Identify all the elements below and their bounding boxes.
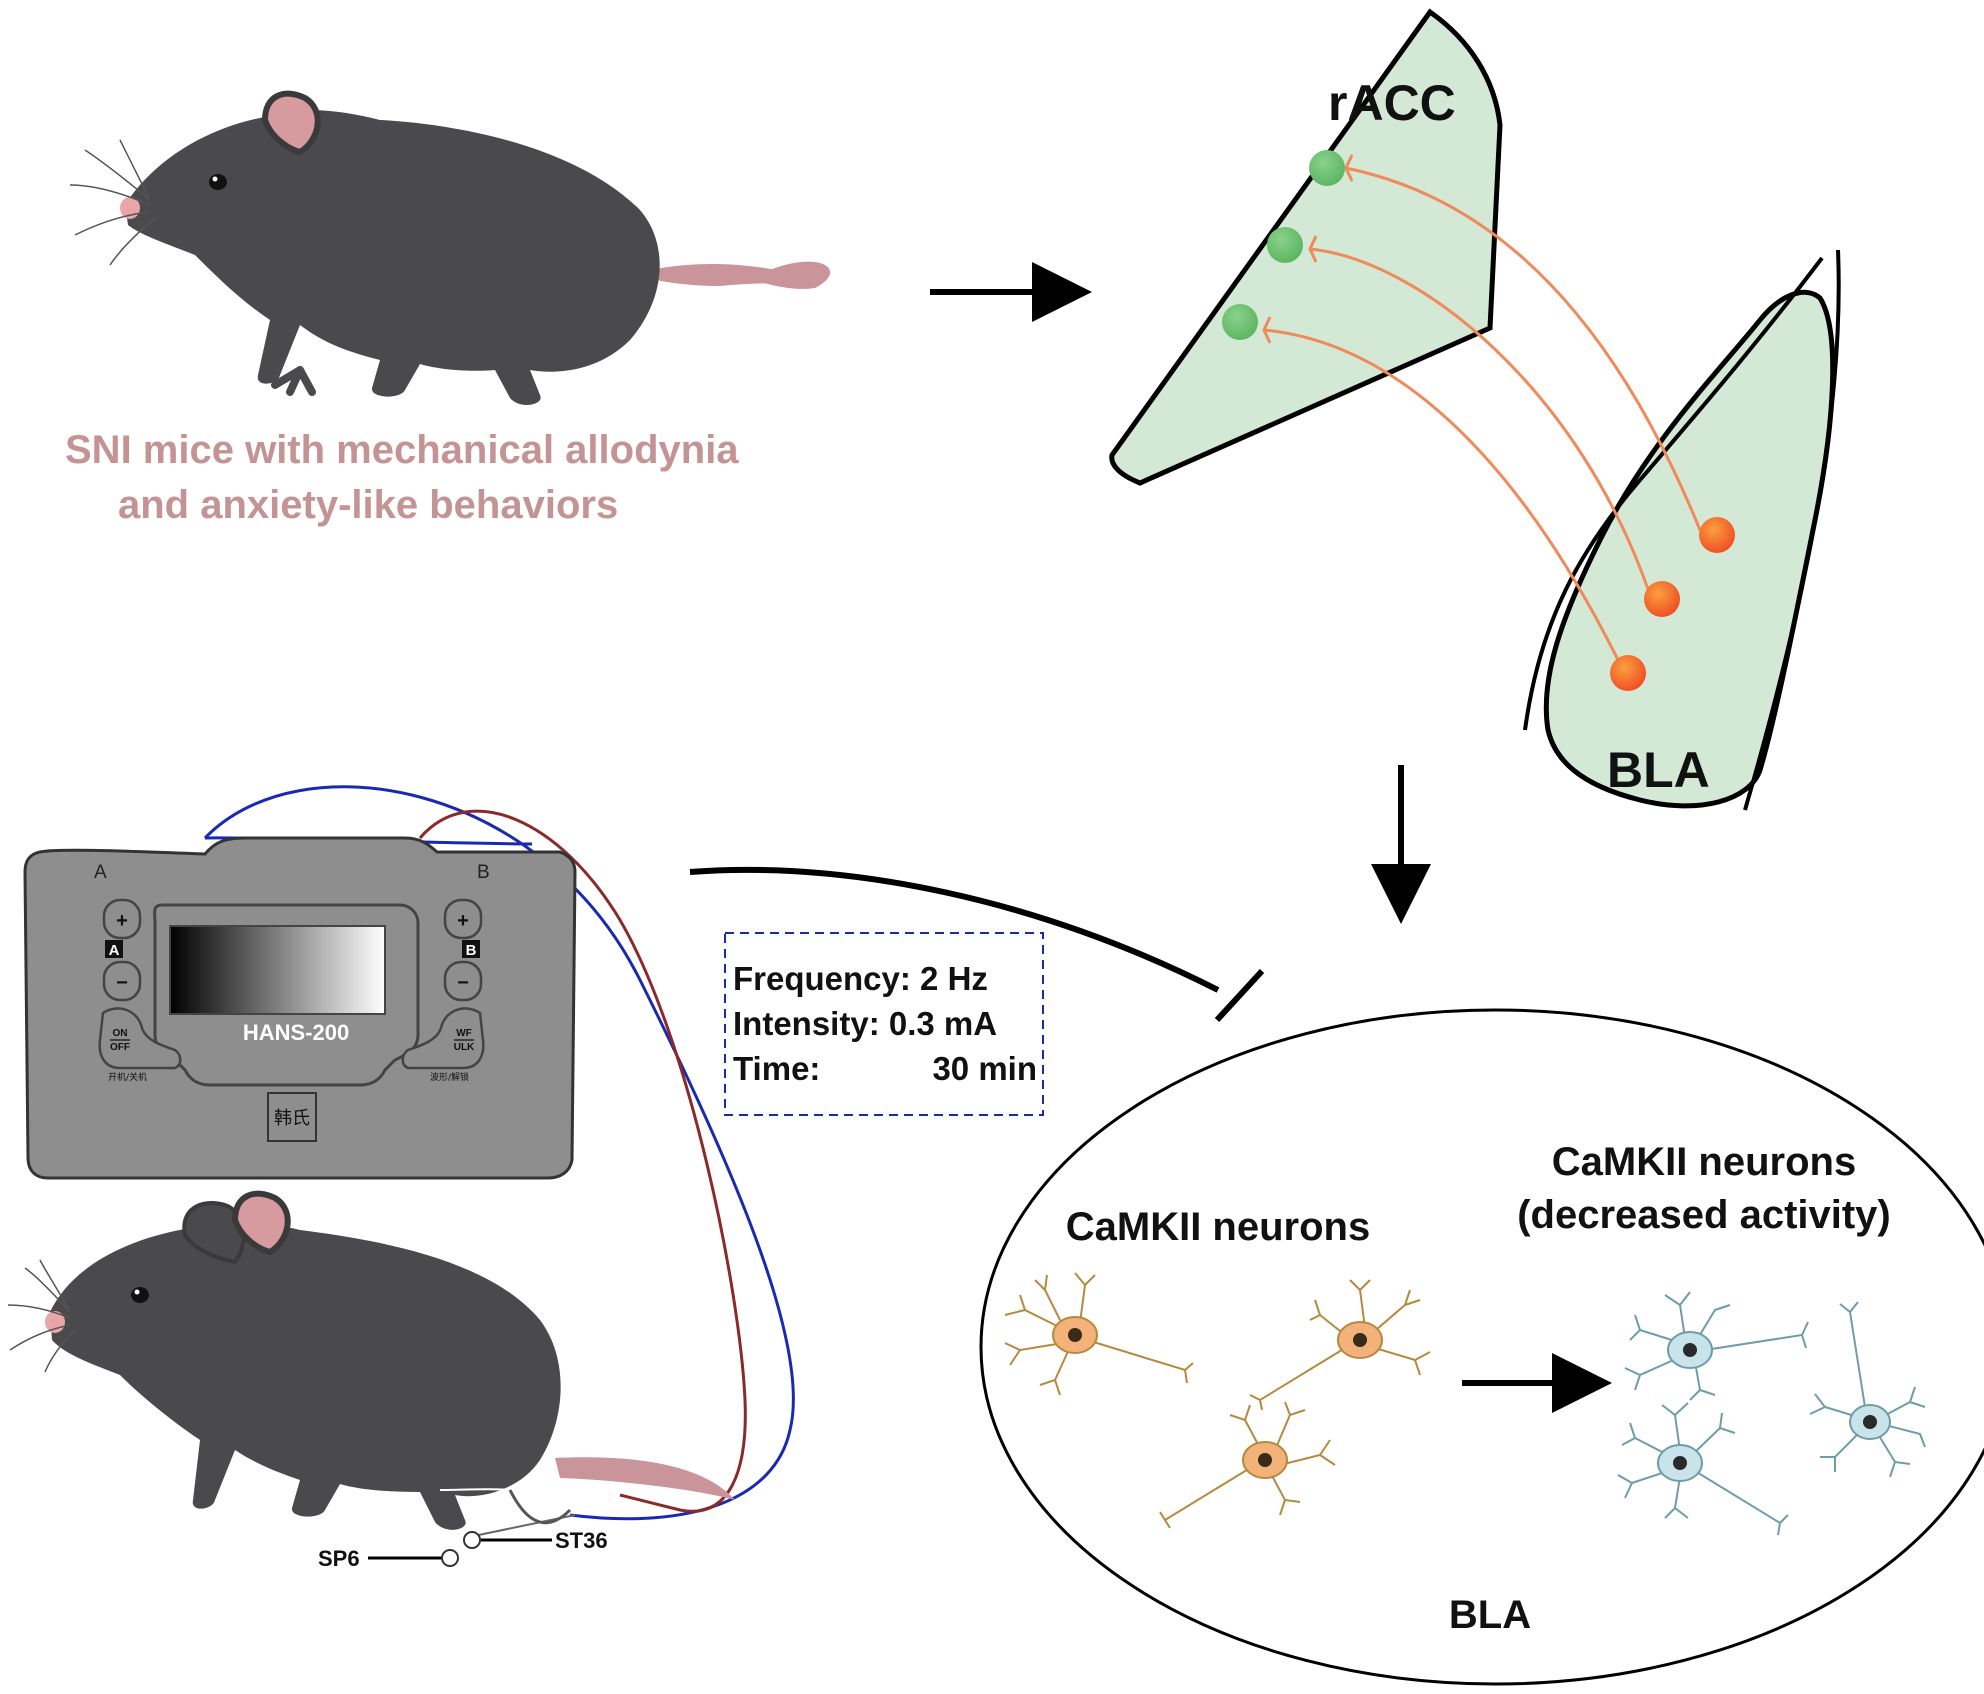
racc-neuron-3 — [1222, 304, 1258, 340]
blue-wire — [203, 785, 795, 1521]
bottom-mouse-eye — [131, 1287, 149, 1303]
racc-region — [1109, 8, 1503, 486]
projection-axon-3 — [1263, 328, 1624, 669]
st36-acupoint — [463, 1531, 481, 1549]
sp6-acupoint — [441, 1549, 459, 1567]
top-caption-line1: SNI mice with mechanical allodynia — [65, 428, 739, 472]
top-mouse-eye — [209, 174, 227, 190]
racc-label: rACC — [1328, 75, 1456, 131]
port-a-label: A — [94, 862, 107, 883]
inhibitory-bar — [1214, 968, 1265, 1023]
channel-b-minus-label: − — [457, 972, 469, 994]
top-mouse-whiskers — [69, 139, 156, 266]
brand-stamp: 韩氏 — [274, 1108, 310, 1129]
channel-a-minus-label: − — [116, 972, 128, 994]
top-mouse-ear — [261, 90, 321, 156]
unlock-label: ULK — [454, 1042, 475, 1053]
left-neurons-label: CaMKII neurons — [1066, 1205, 1370, 1249]
brand-stamp-frame — [267, 1092, 317, 1142]
bla-circle-label: BLA — [1449, 1593, 1531, 1637]
projection-axon-2 — [1309, 247, 1652, 596]
bottom-mouse-illustration — [7, 1190, 735, 1530]
port-b-label: B — [477, 862, 490, 883]
bla-target-3 — [1610, 655, 1646, 691]
channel-b-minus-button[interactable] — [443, 960, 483, 1002]
bottom-mouse-whiskers — [7, 1259, 76, 1373]
param-frequency: Frequency: 2 Hz — [733, 960, 988, 997]
blue-neuron-2 — [1617, 1402, 1789, 1536]
orange-neuron-1 — [1004, 1272, 1194, 1396]
channel-b-badge — [462, 940, 480, 958]
param-intensity: Intensity: 0.3 mA — [733, 1005, 997, 1042]
channel-b-plus-label: + — [457, 910, 469, 932]
channel-a-badge-label: A — [109, 942, 120, 959]
channel-b-plus-button[interactable] — [443, 898, 483, 940]
device-screen — [169, 925, 386, 1015]
channel-a-minus-button[interactable] — [102, 960, 142, 1002]
racc-neuron-1 — [1309, 150, 1345, 186]
param-time-label: Time: — [733, 1050, 820, 1087]
right-neurons-label-line1: CaMKII neurons — [1552, 1140, 1856, 1184]
racc-neuron-2 — [1267, 227, 1303, 263]
right-neurons-label-line2: (decreased activity) — [1517, 1193, 1891, 1237]
bla-top-label: BLA — [1607, 742, 1710, 798]
param-time-value: 30 min — [932, 1050, 1037, 1087]
orange-neuron-3 — [1159, 1401, 1336, 1529]
red-wire — [418, 809, 747, 1513]
blue-neuron-1 — [1624, 1291, 1809, 1401]
bottom-mouse-tail — [555, 1457, 735, 1500]
bla-target-1 — [1699, 517, 1735, 553]
channel-a-plus-label: + — [116, 910, 128, 932]
bottom-mouse-ear — [231, 1190, 291, 1256]
hans-device: A B HANS-200 + A − + B − ON OFF 开机/关机 WF… — [23, 836, 577, 1180]
bla-boundary-outer-right — [1743, 249, 1841, 811]
blue-neuron-3 — [1809, 1301, 1926, 1478]
orange-neuron-2 — [1249, 1279, 1431, 1411]
power-on-label: ON — [113, 1028, 128, 1039]
st36-label: ST36 — [555, 1528, 608, 1553]
bla-boundary-outer-left — [1523, 256, 1824, 731]
waveform-unlock-button[interactable] — [401, 1007, 485, 1070]
racc-bla-projections — [1263, 166, 1702, 669]
channel-a-plus-button[interactable] — [102, 898, 142, 940]
top-caption-line2: and anxiety-like behaviors — [118, 483, 618, 527]
power-caption: 开机/关机 — [108, 1071, 147, 1083]
sp6-label: SP6 — [318, 1546, 360, 1571]
stimulation-params-box — [724, 932, 1044, 1116]
device-model-label: HANS-200 — [243, 1020, 349, 1045]
top-mouse-body — [125, 110, 660, 406]
power-button[interactable] — [98, 1007, 182, 1070]
top-mouse-illustration — [69, 90, 831, 406]
channel-b-badge-label: B — [466, 942, 477, 959]
waveform-label: WF — [456, 1028, 472, 1039]
bla-neuron-panel — [979, 1008, 1984, 1686]
inhibitory-connector — [689, 866, 1220, 993]
projection-axon-1 — [1345, 166, 1702, 531]
channel-a-badge — [105, 940, 123, 958]
power-off-label: OFF — [110, 1042, 130, 1053]
waveform-caption: 波形/解锁 — [430, 1071, 469, 1083]
bottom-mouse-body — [50, 1222, 561, 1530]
bla-target-2 — [1644, 581, 1680, 617]
